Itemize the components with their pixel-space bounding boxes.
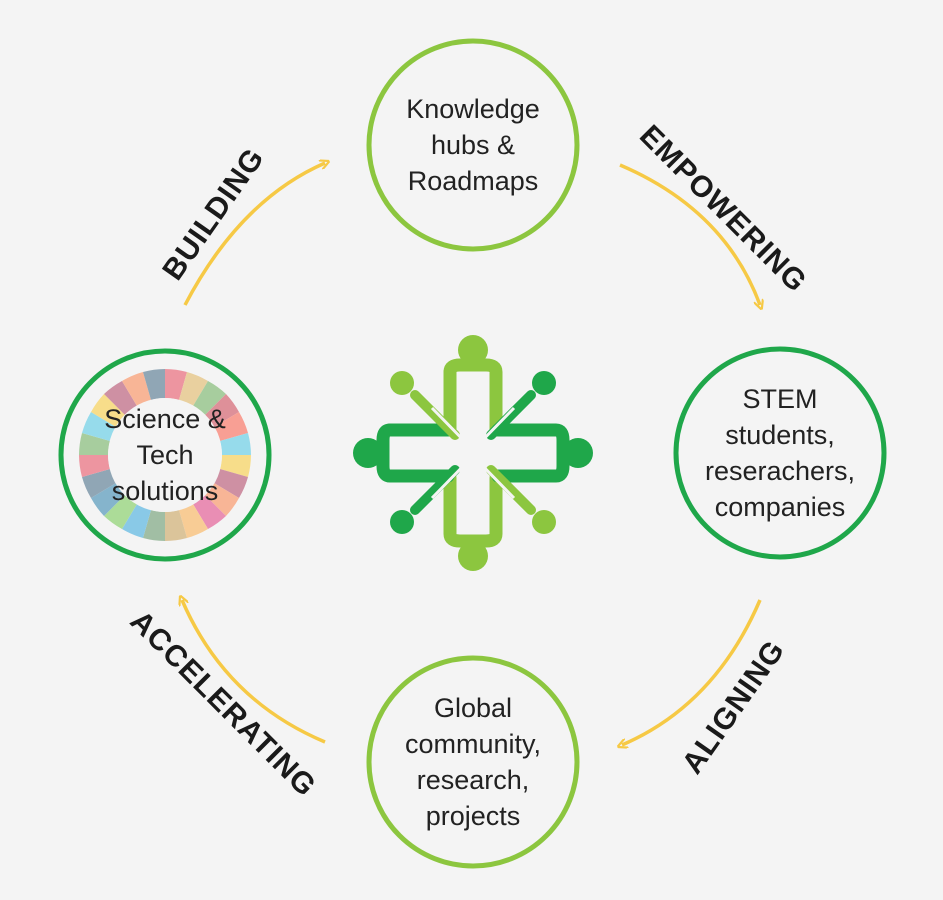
stage-label-empowering: EMPOWERING — [633, 119, 813, 299]
node-right-line-3: reserachers, — [704, 456, 856, 486]
sdg-wheel-icon — [79, 369, 251, 541]
node-left-line-1: Science & — [104, 404, 226, 434]
arrow-building — [183, 163, 325, 306]
node-bottom-text: Global community, research, projects — [373, 662, 573, 862]
node-bottom-line-1: Global — [433, 693, 513, 723]
node-circle-left — [58, 348, 272, 562]
arrow-empowering — [619, 163, 760, 305]
node-top-line-2: hubs & — [430, 130, 516, 160]
node-circle-bottom — [366, 655, 580, 869]
node-right-line-2: students, — [725, 420, 835, 450]
node-left-line-2: Tech — [136, 440, 194, 470]
arrow-accelerating — [182, 600, 326, 744]
node-circle-right — [673, 346, 887, 560]
node-left-text: Science & Tech solutions — [65, 355, 265, 555]
node-circle-top — [366, 38, 580, 252]
stage-label-building: BUILDING — [156, 142, 271, 286]
stage-label-accelerating: ACCELERATING — [124, 604, 323, 803]
node-top-text: Knowledge hubs & Roadmaps — [373, 45, 573, 245]
arrow-aligning — [622, 599, 762, 745]
people-network-icon — [353, 335, 593, 571]
node-bottom-line-2: community, — [404, 729, 542, 759]
node-top-line-3: Roadmaps — [407, 166, 539, 196]
node-bottom-line-3: research, — [416, 765, 530, 795]
node-right-line-4: companies — [714, 492, 846, 522]
node-right-text: STEM students, reserachers, companies — [680, 353, 880, 553]
node-left-line-3: solutions — [111, 476, 219, 506]
node-top-line-1: Knowledge — [406, 94, 540, 124]
node-right-line-1: STEM — [742, 384, 818, 414]
stage-label-aligning: ALIGNING — [676, 634, 792, 780]
node-bottom-line-4: projects — [425, 801, 521, 831]
